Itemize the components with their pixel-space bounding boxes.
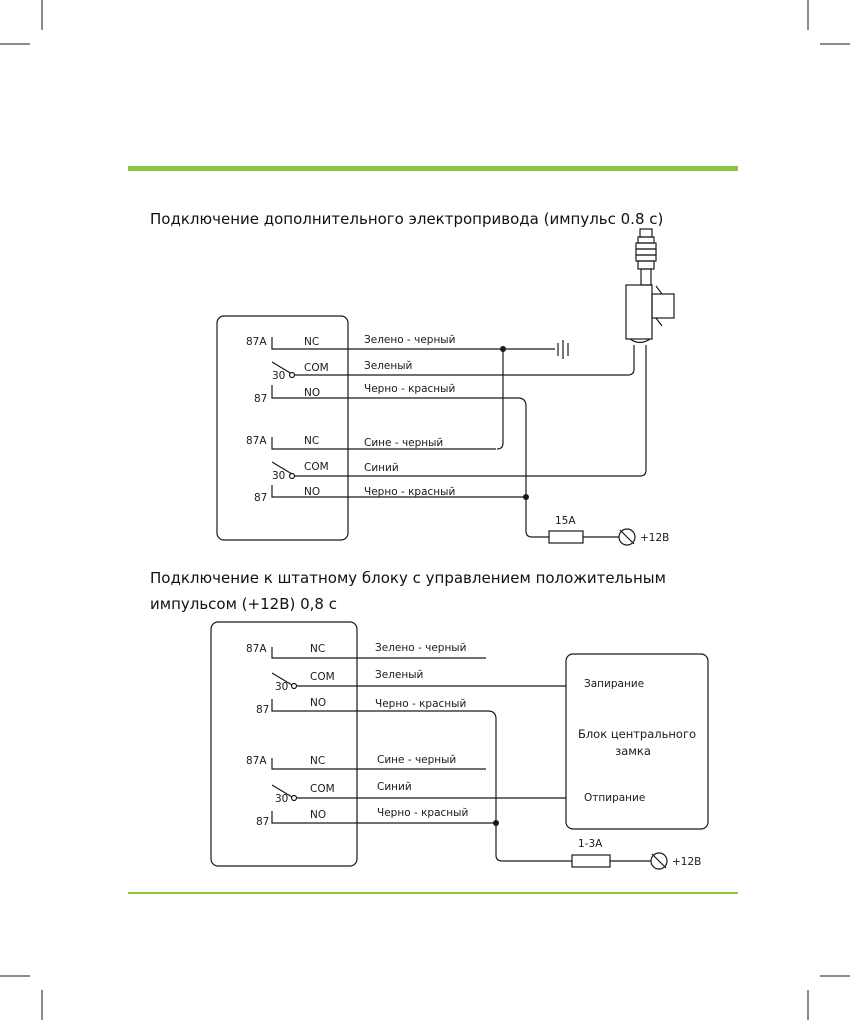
wire-label: Черно - красный xyxy=(364,383,455,395)
label-no: NO xyxy=(304,486,320,498)
wire-label: Зелено - черный xyxy=(364,334,455,346)
pin-87: 87 xyxy=(256,816,269,828)
label-nc: NC xyxy=(310,643,325,655)
power-terminal-icon xyxy=(650,852,668,870)
central-lock-block xyxy=(565,653,709,830)
fuse-1-3a xyxy=(571,854,611,868)
block-unlock-label: Отпирание xyxy=(584,792,645,804)
pin-87a: 87A xyxy=(246,435,267,447)
diagram2-wiring: 1-3A +12В xyxy=(297,685,701,870)
fuse-label: 1-3A xyxy=(578,838,603,850)
power-label: +12В xyxy=(672,856,701,868)
label-com: COM xyxy=(304,362,329,374)
wire-label: Сине - черный xyxy=(364,437,443,449)
wire-label: Синий xyxy=(364,462,399,474)
power-terminal-icon xyxy=(618,528,636,546)
pin-87: 87 xyxy=(254,393,267,405)
wire-label: Зеленый xyxy=(364,360,412,372)
diagram1-title: Подключение дополнительного электроприво… xyxy=(150,210,663,228)
pin-30: 30 xyxy=(275,793,288,805)
label-nc: NC xyxy=(310,755,325,767)
wire-label: Черно - красный xyxy=(364,486,455,498)
label-com: COM xyxy=(310,671,335,683)
pin-30: 30 xyxy=(275,681,288,693)
diagram2-title-line1: Подключение к штатному блоку с управлени… xyxy=(150,569,666,587)
wire-label: Зелено - черный xyxy=(375,642,466,654)
pin-87: 87 xyxy=(254,492,267,504)
block-name-line1: Блок центрального xyxy=(578,727,696,741)
block-lock-label: Запирание xyxy=(584,678,644,690)
pin-87: 87 xyxy=(256,704,269,716)
wire-label: Черно - красный xyxy=(375,698,466,710)
power-label: +12В xyxy=(640,532,669,544)
pin-87a: 87A xyxy=(246,755,267,767)
relay2-lower: 87A NC COM 30 87 NO xyxy=(246,755,496,828)
relay1-upper: 87A NC COM 30 87 NO xyxy=(246,336,518,405)
fuse-15a xyxy=(548,530,584,544)
wire-label: Синий xyxy=(377,781,412,793)
label-no: NO xyxy=(310,809,326,821)
diagram1-wiring: 15A +12В xyxy=(295,340,669,546)
label-com: COM xyxy=(310,783,335,795)
pin-30: 30 xyxy=(272,470,285,482)
label-no: NO xyxy=(310,697,326,709)
pin-87a: 87A xyxy=(246,336,267,348)
label-com: COM xyxy=(304,461,329,473)
pin-87a: 87A xyxy=(246,643,267,655)
relay2-upper: 87A NC COM 30 87 NO xyxy=(246,643,488,716)
bottom-accent-bar xyxy=(128,892,738,894)
pin-30: 30 xyxy=(272,370,285,382)
top-accent-bar xyxy=(128,166,738,171)
relay1-lower: 87A NC COM 30 87 NO xyxy=(246,435,526,504)
label-nc: NC xyxy=(304,336,319,348)
relay-module-2 xyxy=(210,621,358,867)
fuse-label: 15A xyxy=(555,515,576,527)
label-nc: NC xyxy=(304,435,319,447)
wire-label: Сине - черный xyxy=(377,754,456,766)
wire-label: Черно - красный xyxy=(377,807,468,819)
door-lock-actuator-icon xyxy=(625,228,675,344)
label-no: NO xyxy=(304,387,320,399)
wire-label: Зеленый xyxy=(375,669,423,681)
relay-module-1 xyxy=(216,315,349,541)
diagram2-title-line2: импульсом (+12В) 0,8 с xyxy=(150,595,337,613)
block-name-line2: замка xyxy=(615,744,651,758)
